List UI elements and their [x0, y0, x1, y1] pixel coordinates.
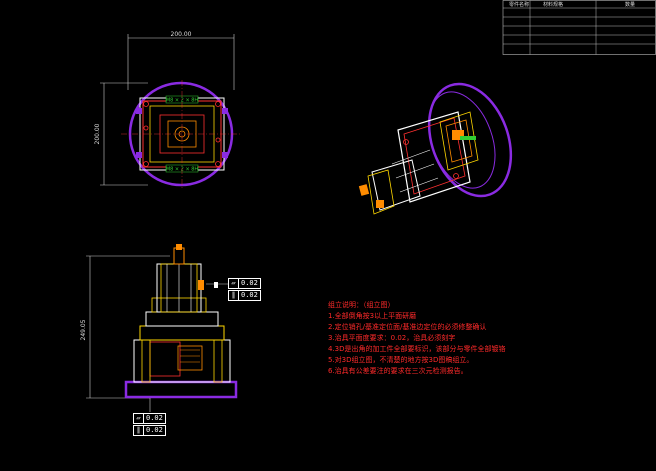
- tolerance-frame-front: ▱ 0.02 ∥ 0.02: [228, 278, 261, 301]
- title-block-header-material: 材料规格: [543, 2, 564, 8]
- iso-base-disc: [427, 82, 513, 198]
- flatness-symbol-icon: ▱: [134, 414, 144, 423]
- top-view: 200.00 200.00 M8 × 2 × 8H M8 × 2 × 8H: [94, 31, 241, 188]
- bottom-parallel-value: 0.02: [146, 426, 163, 434]
- tolerance-frame-bottom: ▱ 0.02 ∥ 0.02: [133, 413, 166, 436]
- iso-mount-plate: [397, 111, 471, 203]
- note-item: 2.定位销孔/基准定位面/基准边定位的必须修整确认: [328, 323, 487, 331]
- flatness-symbol-icon: ▱: [229, 279, 239, 288]
- parallel-symbol-icon: ∥: [229, 291, 239, 300]
- note-item: 3.治具平面度要求：0.02，治具必须刻字: [328, 334, 456, 342]
- bottom-flatness-value: 0.02: [146, 414, 163, 422]
- front-view: 249.05: [80, 244, 238, 412]
- assembly-notes: 组立说明：（组立图） 1.全部倒角按3以上平面研磨 2.定位销孔/基准定位面/基…: [328, 300, 568, 377]
- note-item: 1.全部倒角按3以上平面研磨: [328, 312, 417, 320]
- front-parallel-value: 0.02: [241, 291, 258, 299]
- note-item: 5.对3D组立图，不清楚的地方按3D图稿组立。: [328, 356, 474, 364]
- front-base-plate: [124, 380, 238, 399]
- note-item: 6.治具有公差要注的要求在三次元检测报告。: [328, 367, 468, 375]
- title-block-header-quantity: 数量: [625, 2, 636, 8]
- notes-title: 组立说明：（组立图）: [328, 301, 395, 309]
- front-height-dimension: 249.05: [80, 319, 87, 340]
- note-item: 4.3D是出角的加工件全部要标识，该部分与零件全部镀铬: [328, 345, 506, 353]
- plate-label-top: M8 × 2 × 8H: [166, 98, 199, 104]
- front-flatness-value: 0.02: [241, 279, 258, 287]
- iso-cylinder-block: [371, 159, 421, 211]
- title-block: 零件名称 材料规格 数量: [503, 0, 656, 55]
- parallel-symbol-icon: ∥: [134, 426, 144, 435]
- isometric-view: [358, 82, 513, 215]
- title-block-header-part: 零件名称: [509, 2, 530, 8]
- top-width-dimension: 200.00: [171, 31, 192, 38]
- top-height-dimension: 200.00: [94, 123, 101, 144]
